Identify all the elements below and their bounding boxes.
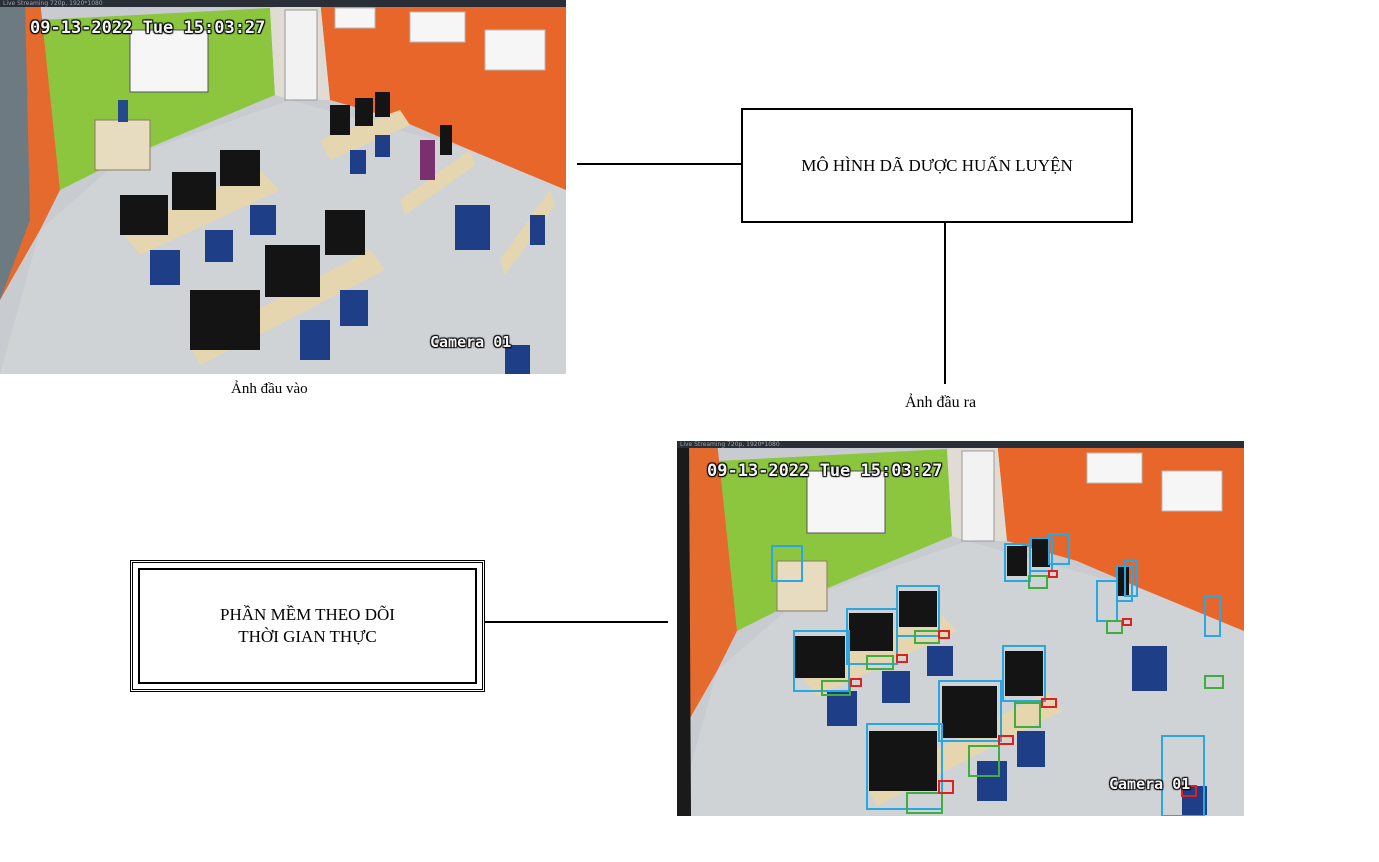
input-camera-image: Live Streaming 720p, 1920*1080 09-13-202…: [0, 0, 566, 374]
realtime-tracking-software-inner: PHẦN MỀM THEO DÕI THỜI GIAN THỰC: [138, 568, 477, 684]
input-image-caption: Ảnh đầu vào: [231, 381, 308, 397]
mouse-detections: [850, 570, 1197, 797]
trained-model-box: MÔ HÌNH DÃ DƯỢC HUẤN LUYỆN: [741, 108, 1133, 223]
connector-model-to-output: [944, 222, 946, 384]
osd-camera-label: Camera 01: [430, 333, 512, 351]
camera-titlebar: Live Streaming 720p, 1920*1080: [0, 0, 566, 7]
software-label-line1: PHẦN MỀM THEO DÕI: [220, 605, 395, 624]
classroom-scene: [0, 0, 566, 374]
osd-datetime: 09-13-2022 Tue 15:03:27: [707, 461, 943, 481]
osd-camera-label: Camera 01: [1109, 775, 1191, 793]
connector-output-to-software: [484, 621, 668, 623]
connector-input-to-model: [577, 163, 742, 165]
keyboard-detections: [821, 575, 1224, 814]
output-camera-image: Live Streaming 720p, 1920*1080 09-13-202…: [677, 441, 1244, 816]
output-image-caption: Ảnh đầu ra: [905, 394, 977, 411]
monitor-detections: [771, 533, 1221, 816]
trained-model-label: MÔ HÌNH DÃ DƯỢC HUẤN LUYỆN: [801, 155, 1073, 175]
osd-datetime: 09-13-2022 Tue 15:03:27: [30, 18, 266, 38]
software-label-line2: THỜI GIAN THỰC: [238, 627, 377, 646]
classroom-scene-detections: [677, 441, 1244, 816]
camera-titlebar: Live Streaming 720p, 1920*1080: [677, 441, 1244, 448]
realtime-tracking-software-box: PHẦN MỀM THEO DÕI THỜI GIAN THỰC: [130, 560, 485, 692]
